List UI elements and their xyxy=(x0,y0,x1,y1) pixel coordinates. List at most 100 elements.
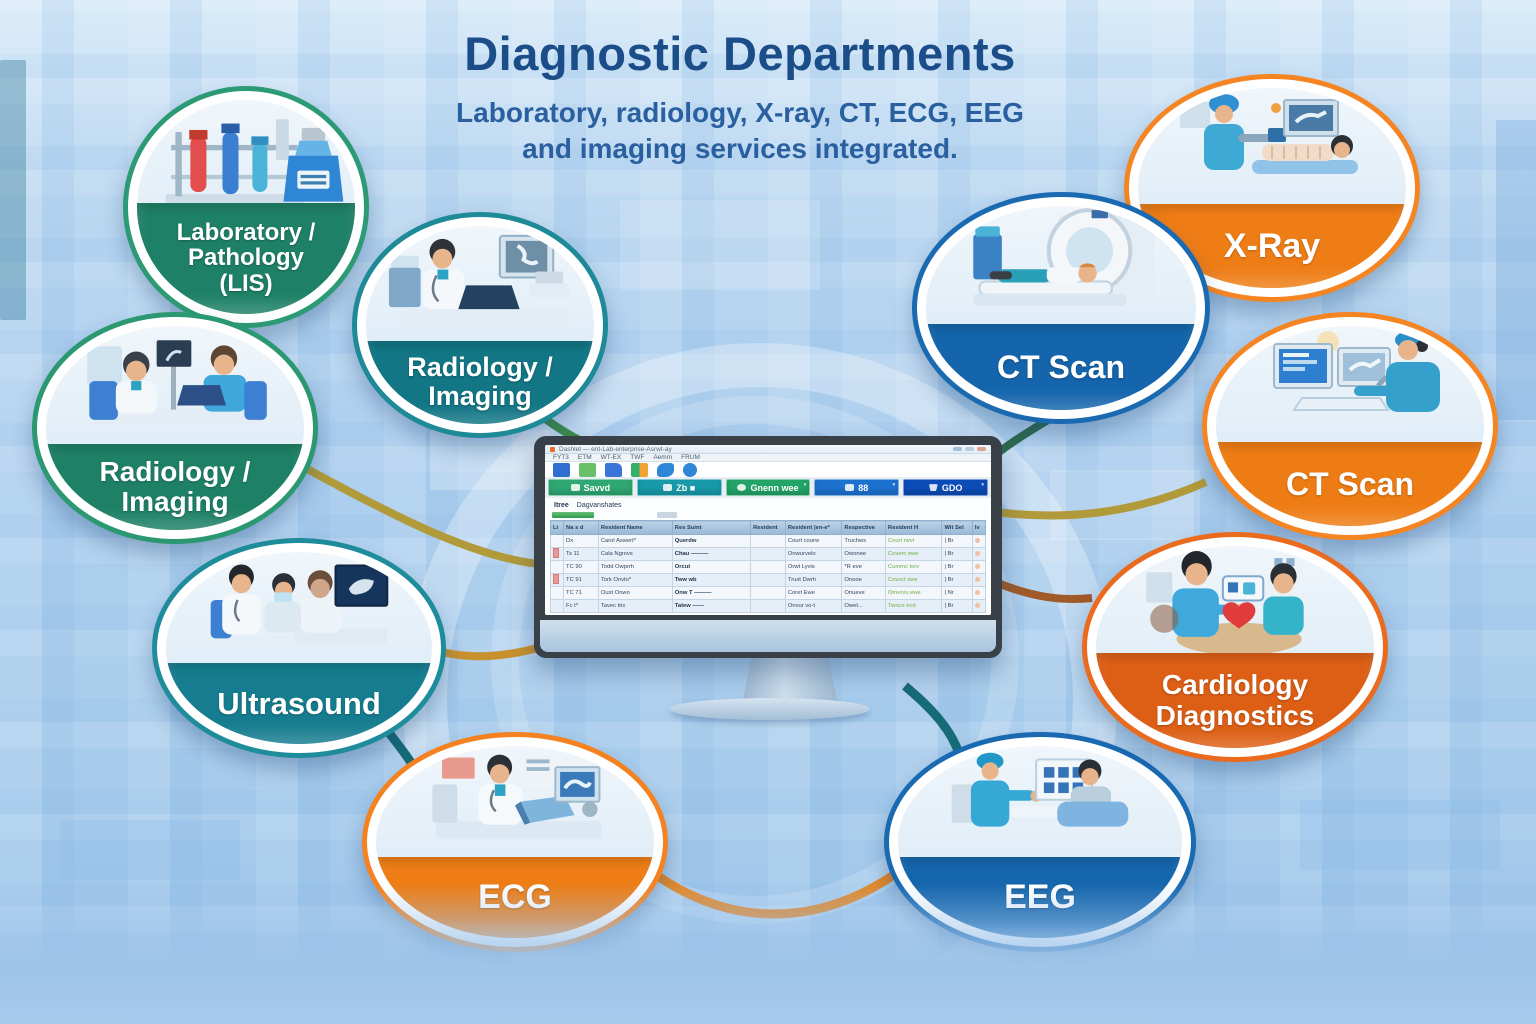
bubble-label: Radiology / Imaging xyxy=(407,352,553,412)
tab-active[interactable] xyxy=(552,512,594,518)
bubble-radiology-imaging-top: Radiology / Imaging xyxy=(352,212,608,438)
table-cell xyxy=(971,547,987,561)
column-header[interactable]: Resident |en-e* xyxy=(784,520,843,535)
help-icon[interactable] xyxy=(683,462,697,477)
menu-item[interactable]: FRUM xyxy=(681,454,700,462)
subtitle-line1: Laboratory, radiology, X-ray, CT, ECG, E… xyxy=(456,97,1024,128)
share-icon[interactable] xyxy=(657,462,674,477)
folder-icon[interactable] xyxy=(605,462,622,477)
close-icon[interactable] xyxy=(977,447,986,452)
chart-icon[interactable] xyxy=(579,462,596,477)
column-header[interactable]: Resident H xyxy=(884,520,943,535)
table-cell: Court rwvi xyxy=(884,534,943,548)
table-cell xyxy=(549,560,565,574)
table-cell: Cala Ngrovs xyxy=(597,547,673,561)
table-cell: Tork Onvto* xyxy=(597,573,673,587)
ultrasound-illustration xyxy=(166,552,432,667)
table-cell xyxy=(549,599,565,613)
table-cell: | Br xyxy=(941,573,973,587)
background-tile xyxy=(620,200,820,290)
table-cell: Querdw xyxy=(671,534,752,548)
layout-icon[interactable] xyxy=(631,462,648,477)
table-cell: Orwt Lyvis xyxy=(784,560,843,574)
button-screen-test[interactable]: Gnenn wee▾ xyxy=(725,479,811,496)
menu-item[interactable]: Aemm xyxy=(653,454,673,462)
table-cell xyxy=(750,560,786,574)
table-cell: Ts 11 xyxy=(563,547,599,561)
monitor: Dashlet — ent-Lab-enterprise-Asrwt-ay FY… xyxy=(534,436,1002,658)
column-header[interactable]: Li xyxy=(549,520,565,535)
app-icon xyxy=(550,446,555,452)
connector-ct-orange xyxy=(994,478,1208,520)
table-cell xyxy=(971,599,987,613)
bubble-label: CT Scan xyxy=(1285,465,1415,502)
minimize-icon[interactable] xyxy=(953,447,962,452)
window-title: Dashlet — ent-Lab-enterprise-Asrwt-ay xyxy=(559,445,672,453)
monitor-chin xyxy=(540,620,996,652)
menu-item[interactable]: WT-EX xyxy=(600,454,622,462)
subtitle-line2: and imaging services integrated. xyxy=(522,133,958,165)
window-titlebar: Dashlet — ent-Lab-enterprise-Asrwt-ay xyxy=(545,445,991,455)
column-header[interactable]: Na s d xyxy=(563,520,599,535)
button-records[interactable]: 88▾ xyxy=(814,479,900,496)
radiology-workstation-illustration xyxy=(366,226,594,345)
button-lab[interactable]: Zb ■ xyxy=(636,479,722,496)
table-cell: Onvur vo-t xyxy=(784,599,843,613)
table-cell: Onw T ——— xyxy=(671,586,752,600)
table-cell: Tww wb xyxy=(671,573,752,587)
background-tile xyxy=(1496,120,1536,420)
table-cell xyxy=(750,586,786,600)
table-cell: Fc t* xyxy=(563,599,599,613)
eeg-illustration xyxy=(898,746,1182,861)
menu-item[interactable]: ETM xyxy=(577,454,592,462)
table-cell: Coverc ewe xyxy=(884,547,943,561)
table-cell xyxy=(971,560,987,574)
table-cell: *R eve xyxy=(841,560,886,574)
laboratory-illustration xyxy=(137,100,355,228)
cardiology-illustration xyxy=(1096,546,1374,667)
button-save[interactable]: Savvd xyxy=(548,479,633,496)
maximize-icon[interactable] xyxy=(965,447,974,452)
bubble-cardiology-diagnostics: Cardiology Diagnostics xyxy=(1082,532,1388,762)
app-window: Dashlet — ent-Lab-enterprise-Asrwt-ay FY… xyxy=(545,445,991,615)
bubble-label: CT Scan xyxy=(996,348,1126,385)
table-cell: Covvct swe xyxy=(884,573,943,587)
bubble-ct-scan-console: CT Scan xyxy=(1202,312,1498,540)
button-gdo[interactable]: GDO▾ xyxy=(903,479,988,496)
table-cell: Carol Aswert* xyxy=(597,534,673,548)
table-cell: | Br xyxy=(941,599,973,613)
table-cell: | Br xyxy=(941,534,973,548)
tab-inactive[interactable] xyxy=(657,512,677,518)
background-tile xyxy=(430,430,550,490)
ct-machine-illustration xyxy=(926,206,1196,328)
table-cell: Twnce ecd xyxy=(884,599,943,613)
page-title: Diagnostic Departments xyxy=(464,27,1016,80)
background-tile xyxy=(0,60,26,320)
column-header[interactable]: Resident Name xyxy=(597,520,673,535)
bubble-ultrasound: Ultrasound xyxy=(152,538,446,758)
table-cell xyxy=(750,573,786,587)
table-cell: TC 71 xyxy=(563,586,599,600)
table-cell: Chau ——— xyxy=(671,547,752,561)
computer-icon[interactable] xyxy=(553,462,570,477)
table-cell: Onooe xyxy=(841,573,886,587)
menu-item[interactable]: TWF xyxy=(630,454,645,462)
column-header[interactable]: Wit Sel xyxy=(941,520,973,535)
table-cell: Onueve xyxy=(841,586,886,600)
column-header[interactable]: Respective xyxy=(841,520,886,535)
column-header[interactable]: Resident xyxy=(750,520,786,535)
menu-item[interactable]: FYT3 xyxy=(553,454,569,462)
column-header[interactable]: Iv xyxy=(971,520,987,535)
column-header[interactable]: Res Suint xyxy=(671,520,752,535)
